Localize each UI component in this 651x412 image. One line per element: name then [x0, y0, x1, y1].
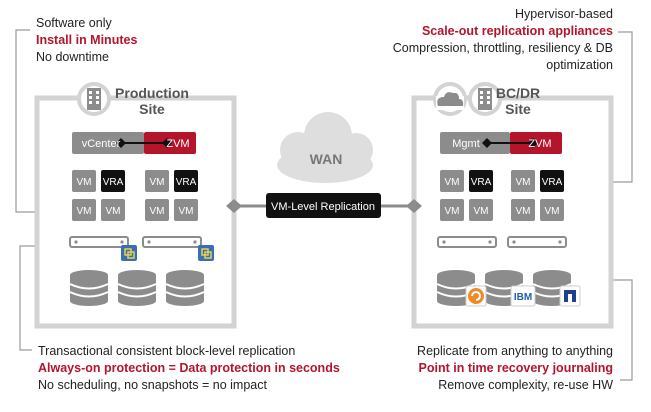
- production-title-2: Site: [139, 101, 165, 117]
- mgmt-box: [440, 132, 510, 154]
- vm-grid-production: [72, 170, 198, 221]
- callout-text: Transactional consistent block-level rep…: [38, 344, 296, 358]
- zvm-label-dr: ZVM: [528, 138, 551, 150]
- host-server-icon-dr: [437, 236, 567, 248]
- dr-title-1: BC/DR: [496, 85, 540, 101]
- callout-text: Hypervisor-based: [515, 7, 613, 21]
- vm-label: VM: [179, 206, 194, 217]
- callout-top-right: Hypervisor-based Scale-out replication a…: [393, 6, 613, 74]
- vra-label-dr: VRA: [471, 177, 492, 188]
- callout-top-left: Software only Install in Minutes No down…: [36, 15, 137, 66]
- callout-text: Remove complexity, re-use HW: [438, 378, 613, 392]
- dr-title-2: Site: [505, 101, 531, 117]
- vm-label-dr: VM: [516, 206, 531, 217]
- vm-label: VM: [106, 206, 121, 217]
- callout-text: No downtime: [36, 50, 109, 64]
- callout-text: Replicate from anything to anything: [417, 344, 613, 358]
- replication-label: VM-Level Replication: [271, 201, 375, 213]
- vm-label-dr: VM: [474, 206, 489, 217]
- zvm-label-production: ZVM: [166, 138, 189, 150]
- vcenter-label: vCenter: [82, 138, 121, 150]
- callout-text: optimization: [546, 58, 613, 72]
- vra-label-dr: VRA: [542, 177, 563, 188]
- mgmt-label: Mgmt: [452, 138, 480, 150]
- storage-icon: [69, 270, 205, 306]
- host-server-icon: [69, 236, 202, 248]
- vra-label: VRA: [103, 177, 124, 188]
- vm-label: VM: [77, 177, 92, 188]
- callout-highlight: Install in Minutes: [36, 33, 138, 47]
- callout-bottom-left: Transactional consistent block-level rep…: [38, 343, 340, 394]
- building-icon: [77, 82, 111, 116]
- vmware-icon: [121, 245, 214, 261]
- callout-text: Software only: [36, 16, 112, 30]
- replication-label-box: [266, 193, 381, 218]
- callout-highlight: Point in time recovery journaling: [418, 361, 613, 375]
- vm-label: VM: [150, 206, 165, 217]
- vra-label: VRA: [176, 177, 197, 188]
- callout-text: No scheduling, no snapshots = no impact: [38, 378, 267, 392]
- ibm-logo-text: IBM: [514, 292, 532, 303]
- wan-label: WAN: [310, 151, 343, 167]
- netapp-logo: [559, 285, 581, 307]
- cloud-building-icon: [433, 82, 502, 116]
- callout-highlight: Scale-out replication appliances: [421, 24, 613, 38]
- vm-label-dr: VM: [445, 206, 460, 217]
- vm-label-dr: VM: [516, 177, 531, 188]
- vm-label-dr: VM: [445, 177, 460, 188]
- production-title-1: Production: [115, 85, 189, 101]
- replication-link: [226, 193, 422, 218]
- vm-label: VM: [150, 177, 165, 188]
- callout-text: Compression, throttling, resiliency & DB: [392, 41, 613, 55]
- callout-highlight: Always-on protection = Data protection i…: [38, 361, 340, 375]
- vm-label: VM: [77, 206, 92, 217]
- storage-icon-dr: [436, 270, 572, 306]
- callout-bottom-right: Replicate from anything to anything Poin…: [417, 343, 613, 394]
- orange-vendor-logo: [465, 285, 487, 307]
- wan-cloud-icon: [277, 112, 373, 183]
- vm-grid-dr: [440, 170, 564, 221]
- vm-label-dr: VM: [545, 206, 560, 217]
- vcenter-box: [72, 132, 144, 154]
- ibm-logo-box: [510, 285, 536, 307]
